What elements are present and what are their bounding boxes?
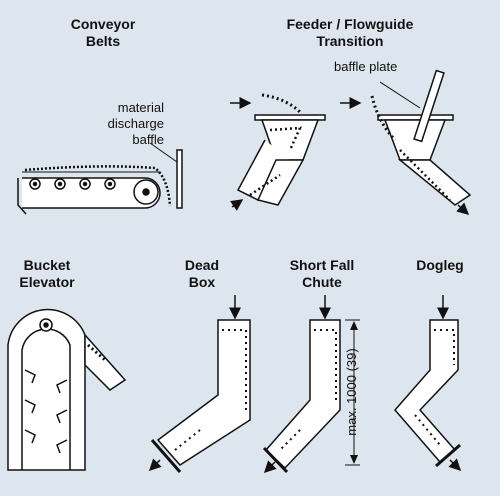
conveyor-belt-illustration <box>17 142 183 215</box>
title-short-line-1: Short Fall <box>289 257 355 273</box>
title-conveyor-line-2: Belts <box>85 33 121 49</box>
elevator-discharge-spout <box>84 333 127 391</box>
title-conveyor-line-1: Conveyor <box>70 16 136 32</box>
title-feeder-line-2: Transition <box>316 33 384 49</box>
elevator-casing <box>7 308 86 471</box>
dogleg-chute-body <box>394 319 459 464</box>
elevator-buckets <box>24 369 68 454</box>
feeder-left-illustration <box>229 93 326 211</box>
discharge-label-line-3: baffle <box>132 132 164 147</box>
title-dogleg: Dogleg <box>400 257 480 274</box>
title-feeder-transition: Feeder / Flowguide Transition <box>270 16 430 50</box>
discharge-label-line-1: material <box>117 100 164 115</box>
bucket-elevator-illustration <box>7 308 127 471</box>
title-short-line-2: Chute <box>302 274 342 290</box>
title-dead-line-2: Box <box>188 274 216 290</box>
conveyor-frame <box>17 178 27 215</box>
discharge-label-line-2: discharge <box>107 116 164 131</box>
dead-box-chute <box>156 319 251 466</box>
title-feeder-line-1: Feeder / Flowguide <box>286 16 414 32</box>
discharge-baffle-label: material discharge baffle <box>76 100 164 148</box>
conveyor-rollers <box>29 178 159 205</box>
title-dead-box: Dead Box <box>172 257 232 291</box>
baffle-plate-label: baffle plate <box>334 59 398 74</box>
conveyor-material-stream <box>24 165 172 207</box>
short-fall-chute-illustration <box>262 295 360 474</box>
fall-height-dimension <box>345 319 360 466</box>
baffle-leader-line <box>149 142 178 163</box>
title-bucket-line-1: Bucket <box>23 257 71 273</box>
title-bucket-elevator: Bucket Elevator <box>2 257 92 291</box>
feeder-right-illustration <box>340 69 472 216</box>
short-fall-chute-body <box>264 319 341 470</box>
baffle-plate-leader-line <box>379 81 421 109</box>
title-bucket-line-2: Elevator <box>19 274 75 290</box>
title-dogleg-line-1: Dogleg <box>416 257 464 273</box>
title-dead-line-1: Dead <box>184 257 220 273</box>
dead-box-illustration <box>148 295 251 473</box>
title-conveyor-belts: Conveyor Belts <box>58 16 148 50</box>
baffle-plate <box>413 69 445 143</box>
title-short-fall-chute: Short Fall Chute <box>272 257 372 291</box>
dogleg-illustration <box>394 295 462 472</box>
max-fall-height-label: max. 1000 (39) <box>344 348 359 436</box>
discharge-baffle <box>176 149 183 209</box>
